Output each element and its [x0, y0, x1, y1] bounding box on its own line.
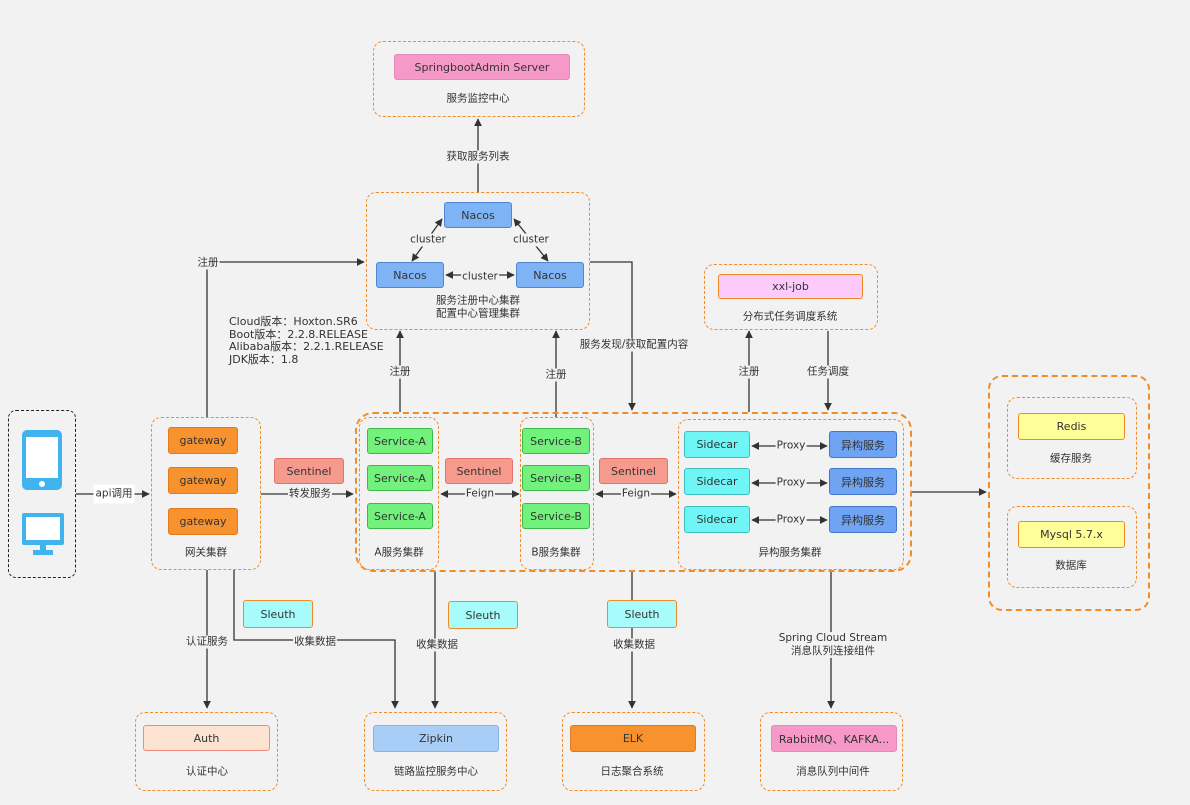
- edge-label-stream-line2: 消息队列连接组件: [790, 645, 875, 657]
- version-alibaba: Alibaba版本：2.2.1.RELEASE: [229, 340, 384, 354]
- client-icons: [22, 430, 64, 555]
- gateway-node-1: gateway: [168, 427, 238, 454]
- edge-label-stream: Spring Cloud Stream 消息队列连接组件: [777, 632, 889, 658]
- service-a-node-1: Service-A: [367, 428, 433, 454]
- gateway-node-3: gateway: [168, 508, 238, 535]
- monitor-icon: [22, 513, 64, 555]
- sleuth-node-2: Sleuth: [448, 601, 518, 629]
- service-a-node-2: Service-A: [367, 465, 433, 491]
- sleuth-node-3: Sleuth: [607, 600, 677, 628]
- client-group: [8, 410, 76, 578]
- edge-label-register-b: 注册: [544, 368, 568, 382]
- sidecar-node-2: Sidecar: [684, 468, 750, 495]
- monitor-group-label: 服务监控中心: [446, 92, 510, 105]
- sentinel-node-3: Sentinel: [599, 458, 668, 484]
- edge-label-register-gateway: 注册: [196, 256, 220, 270]
- mq-group: [760, 712, 903, 791]
- sleuth-node-1: Sleuth: [243, 600, 313, 628]
- services-outer-group: [355, 412, 912, 572]
- elk-group: [562, 712, 705, 791]
- mysql-node: Mysql 5.7.x: [1018, 521, 1125, 548]
- xxljob-group-label: 分布式任务调度系统: [742, 310, 838, 323]
- service-b-node-1: Service-B: [522, 428, 590, 454]
- auth-group-label: 认证中心: [186, 765, 228, 778]
- mysql-group: [1007, 506, 1137, 588]
- edge-label-task-schedule: 任务调度: [806, 365, 850, 379]
- zipkin-group-label: 链路监控服务中心: [394, 765, 478, 778]
- storage-outer-group: [988, 375, 1150, 611]
- zipkin-group: [364, 712, 507, 791]
- edge-label-cluster-right: cluster: [512, 233, 550, 247]
- service-a-node-3: Service-A: [367, 503, 433, 529]
- edge-label-get-service-list: 获取服务列表: [445, 150, 511, 164]
- phone-icon: [22, 430, 62, 490]
- service-a-group-label: A服务集群: [374, 546, 424, 559]
- nacos-node-left: Nacos: [376, 262, 444, 288]
- edge-label-stream-line1: Spring Cloud Stream: [778, 632, 888, 644]
- nacos-group-label-2: 配置中心管理集群: [436, 307, 520, 320]
- service-b-node-3: Service-B: [522, 503, 590, 529]
- edge-label-feign-bh: Feign: [620, 487, 652, 501]
- edge-label-collect-a: 收集数据: [415, 638, 459, 652]
- auth-group: [135, 712, 278, 791]
- zipkin-node: Zipkin: [373, 725, 499, 752]
- xxljob-group: [704, 264, 878, 330]
- hetero-group: [678, 419, 904, 570]
- xxljob-node: xxl-job: [718, 274, 863, 299]
- mq-group-label: 消息队列中间件: [796, 765, 870, 778]
- edge-label-proxy-2: Proxy: [775, 476, 807, 490]
- hetero-service-node-3: 异构服务: [829, 506, 897, 533]
- redis-node: Redis: [1018, 413, 1125, 440]
- edge-label-cluster-left: cluster: [409, 233, 447, 247]
- edge-label-cluster-mid: cluster: [461, 270, 499, 284]
- service-b-group: [520, 417, 594, 570]
- edge-discovery: [590, 261, 636, 411]
- edge-label-proxy-3: Proxy: [775, 513, 807, 527]
- service-b-group-label: B服务集群: [531, 546, 581, 559]
- auth-node: Auth: [143, 725, 270, 751]
- nacos-node-top: Nacos: [444, 202, 512, 228]
- hetero-service-node-2: 异构服务: [829, 468, 897, 495]
- hetero-service-node-1: 异构服务: [829, 431, 897, 458]
- edge-label-register-a: 注册: [388, 365, 412, 379]
- sidecar-node-1: Sidecar: [684, 431, 750, 458]
- elk-node: ELK: [570, 725, 696, 752]
- sentinel-node-2: Sentinel: [445, 458, 513, 484]
- elk-group-label: 日志聚合系统: [600, 765, 664, 778]
- gateway-group-label: 网关集群: [185, 546, 227, 559]
- sidecar-node-3: Sidecar: [684, 506, 750, 533]
- service-b-node-2: Service-B: [522, 465, 590, 491]
- mysql-group-label: 数据库: [1055, 559, 1087, 572]
- edge-label-api-call: api调用: [93, 484, 135, 504]
- hetero-group-label: 异构服务集群: [758, 546, 822, 559]
- redis-group-label: 缓存服务: [1050, 452, 1092, 465]
- gateway-group: [151, 417, 261, 570]
- edge-label-discovery: 服务发现/获取配置内容: [578, 338, 690, 352]
- edge-label-feign-ab: Feign: [464, 487, 496, 501]
- nacos-group: [366, 192, 590, 330]
- springboot-admin-node: SpringbootAdmin Server: [394, 54, 570, 80]
- edge-label-register-hetero: 注册: [737, 365, 761, 379]
- service-a-group: [359, 417, 439, 570]
- nacos-node-right: Nacos: [516, 262, 584, 288]
- gateway-node-2: gateway: [168, 467, 238, 494]
- redis-group: [1007, 397, 1137, 479]
- version-jdk: JDK版本：1.8: [229, 352, 299, 366]
- nacos-group-label-1: 服务注册中心集群: [436, 294, 520, 307]
- monitor-group: [373, 41, 585, 117]
- edge-label-auth-service: 认证服务: [185, 635, 229, 649]
- version-boot: Boot版本：2.2.8.RELEASE: [229, 327, 368, 341]
- version-cloud: Cloud版本：Hoxton.SR6: [229, 315, 358, 328]
- version-info: Cloud版本：Hoxton.SR6 Boot版本：2.2.8.RELEASE …: [229, 315, 384, 366]
- mq-node: RabbitMQ、KAFKA...: [771, 725, 897, 752]
- sentinel-node-1: Sentinel: [274, 458, 344, 484]
- edge-label-collect-gateway: 收集数据: [293, 635, 337, 649]
- edge-label-collect-b: 收集数据: [612, 638, 656, 652]
- edge-label-forward: 转发服务: [288, 487, 332, 501]
- edge-label-proxy-1: Proxy: [775, 439, 807, 453]
